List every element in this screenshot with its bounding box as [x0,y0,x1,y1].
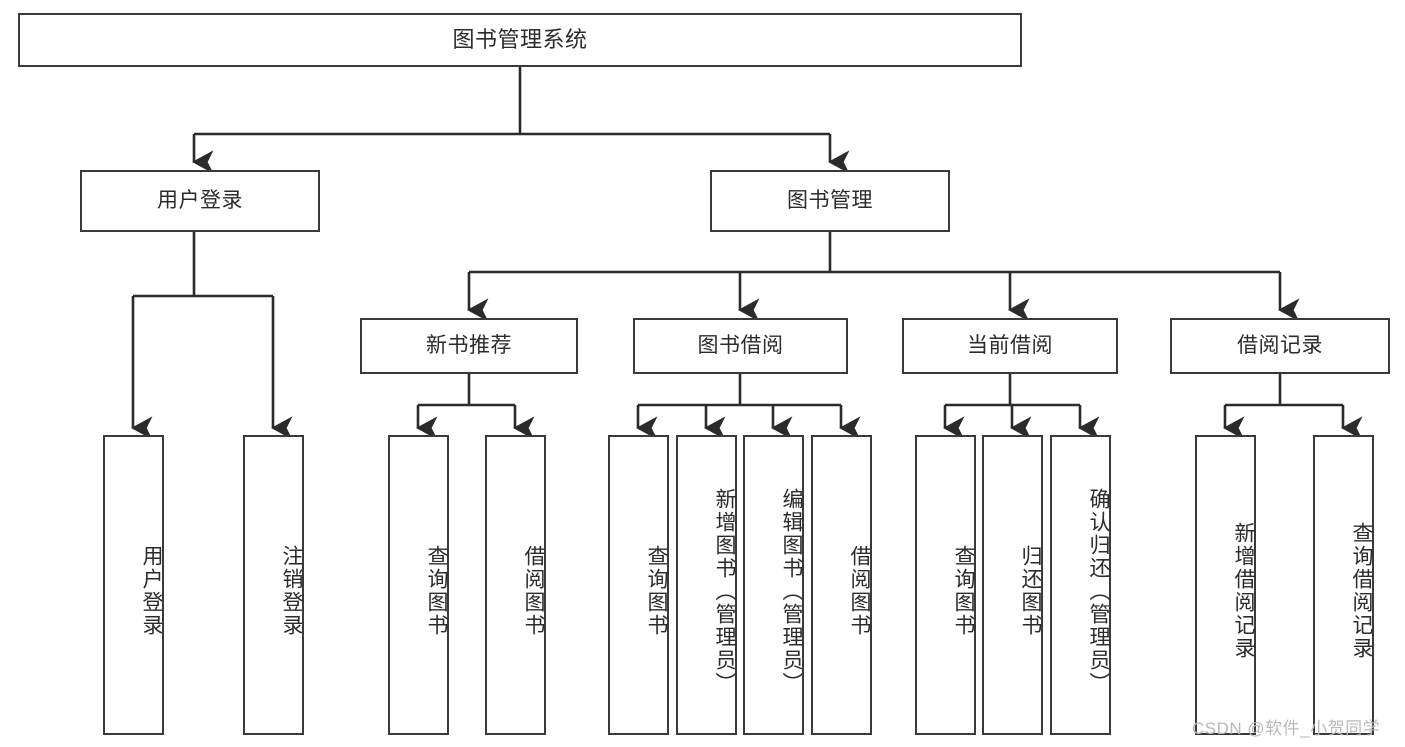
node-book-management[interactable]: 图书管理 [710,170,950,232]
node-book-borrow[interactable]: 图书借阅 [633,318,848,374]
leaf-borrow-book-recommend[interactable]: 借阅图书 [485,435,546,735]
leaf-query-book-recommend[interactable]: 查询图书 [388,435,449,735]
node-borrow-record[interactable]: 借阅记录 [1170,318,1390,374]
leaf-add-borrow-record[interactable]: 新增借阅记录 [1195,435,1256,735]
node-new-book-recommend[interactable]: 新书推荐 [360,318,578,374]
leaf-return-book[interactable]: 归还图书 [982,435,1043,735]
leaf-query-book-current[interactable]: 查询图书 [915,435,976,735]
node-root-book-management-system[interactable]: 图书管理系统 [18,13,1022,67]
leaf-user-login[interactable]: 用户登录 [103,435,164,735]
leaf-query-book-borrow[interactable]: 查询图书 [608,435,669,735]
leaf-confirm-return-admin[interactable]: 确认归还（管理员） [1050,435,1111,735]
leaf-add-book-admin[interactable]: 新增图书（管理员） [676,435,737,735]
node-current-borrow[interactable]: 当前借阅 [902,318,1118,374]
leaf-logout-login[interactable]: 注销登录 [243,435,304,735]
leaf-borrow-book[interactable]: 借阅图书 [811,435,872,735]
leaf-query-borrow-record[interactable]: 查询借阅记录 [1313,435,1374,735]
node-user-login[interactable]: 用户登录 [80,170,320,232]
leaf-edit-book-admin[interactable]: 编辑图书（管理员） [743,435,804,735]
